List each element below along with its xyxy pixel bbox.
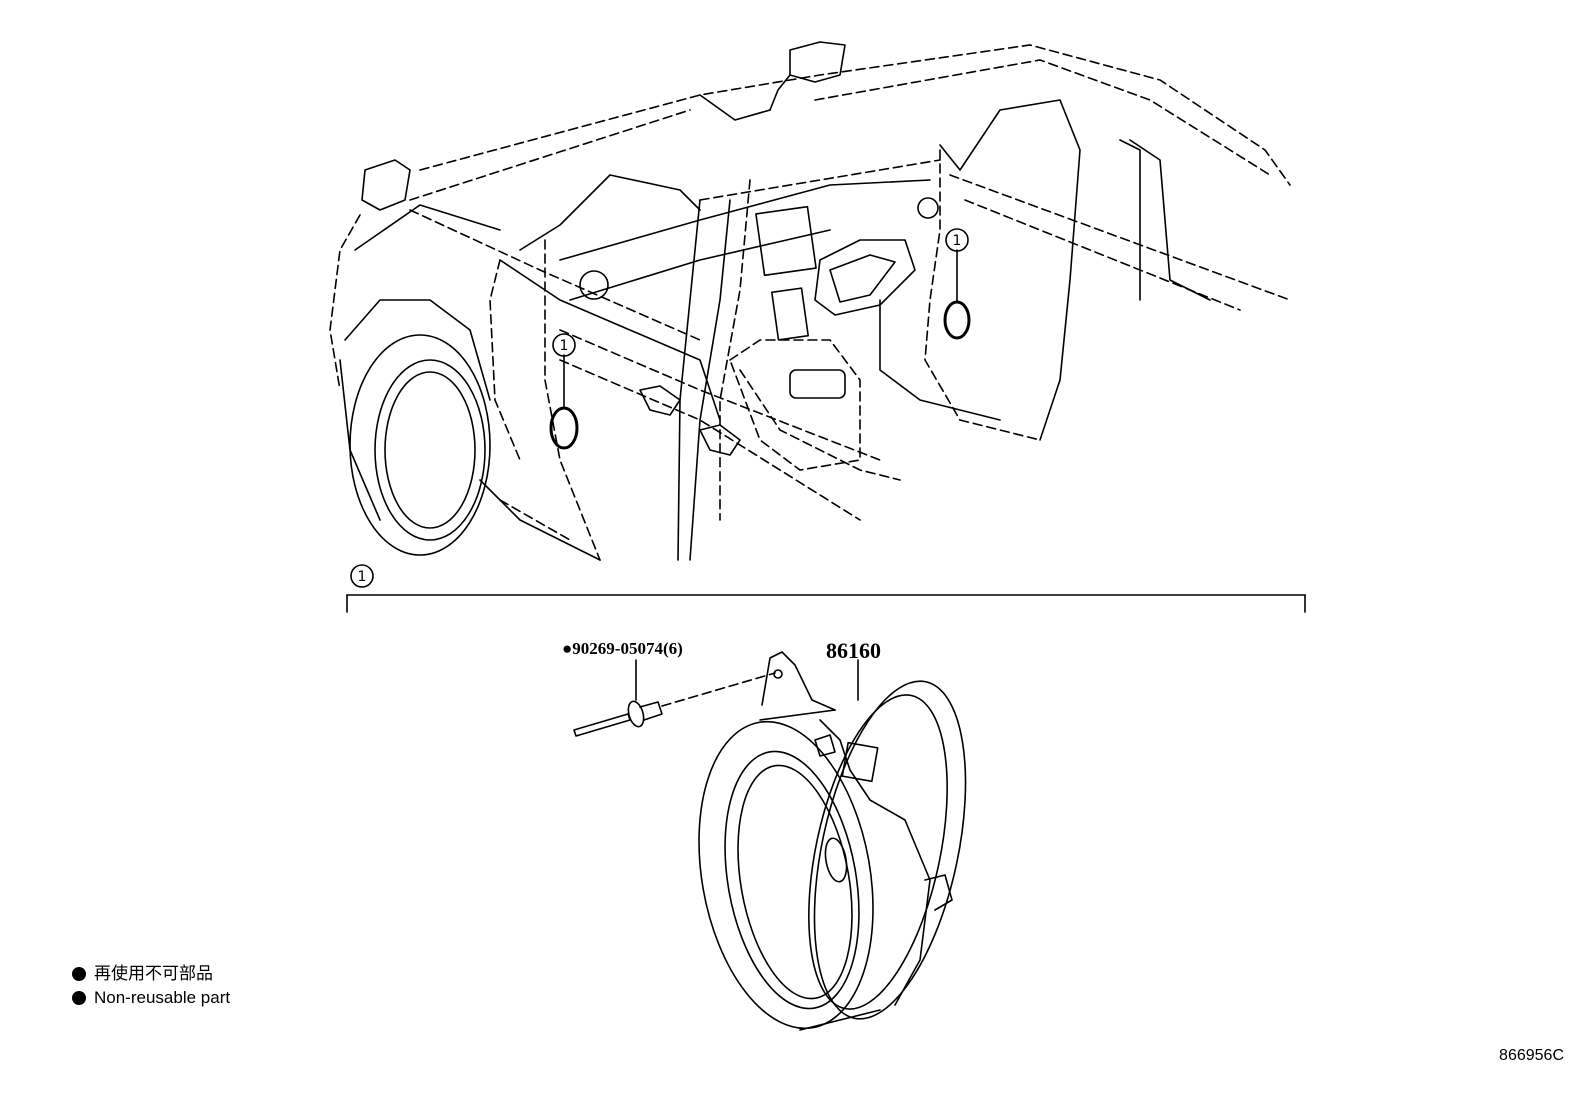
legend-text-english: Non-reusable part [94, 988, 231, 1007]
door-speaker-right [943, 300, 971, 340]
non-reusable-dot-icon [72, 991, 86, 1005]
legend: 再使用不可部品 Non-reusable part [72, 962, 230, 1010]
callout-door-left-label: 1 [560, 338, 569, 354]
rivet-part-number: 90269-05074 [572, 639, 663, 658]
callout-door-right: 1 [945, 228, 969, 252]
vehicle-illustration [329, 41, 1291, 561]
rivet-label: ●90269-05074(6) [562, 639, 683, 658]
rivet-quantity: (6) [663, 639, 683, 658]
speaker-part-number: 86160 [826, 638, 881, 663]
svg-text:●90269-05074(6): ●90269-05074(6) [562, 639, 683, 658]
non-reusable-marker: ● [562, 639, 572, 658]
callout-section-label: 1 [358, 569, 367, 585]
callout-door-right-label: 1 [953, 233, 962, 249]
callout-section: 1 [350, 564, 374, 588]
section-bracket [346, 594, 1306, 613]
callout-door-left: 1 [552, 333, 576, 357]
rivet-part [573, 659, 776, 737]
speaker-part [698, 651, 967, 1031]
legend-item-english: Non-reusable part [72, 986, 230, 1010]
legend-text-japanese: 再使用不可部品 [94, 964, 213, 983]
diagram-id: 866956C [1499, 1047, 1564, 1064]
door-speaker-left [549, 406, 579, 450]
legend-item-japanese: 再使用不可部品 [72, 962, 230, 986]
non-reusable-dot-icon [72, 967, 86, 981]
speaker-label: 86160 [826, 638, 881, 663]
